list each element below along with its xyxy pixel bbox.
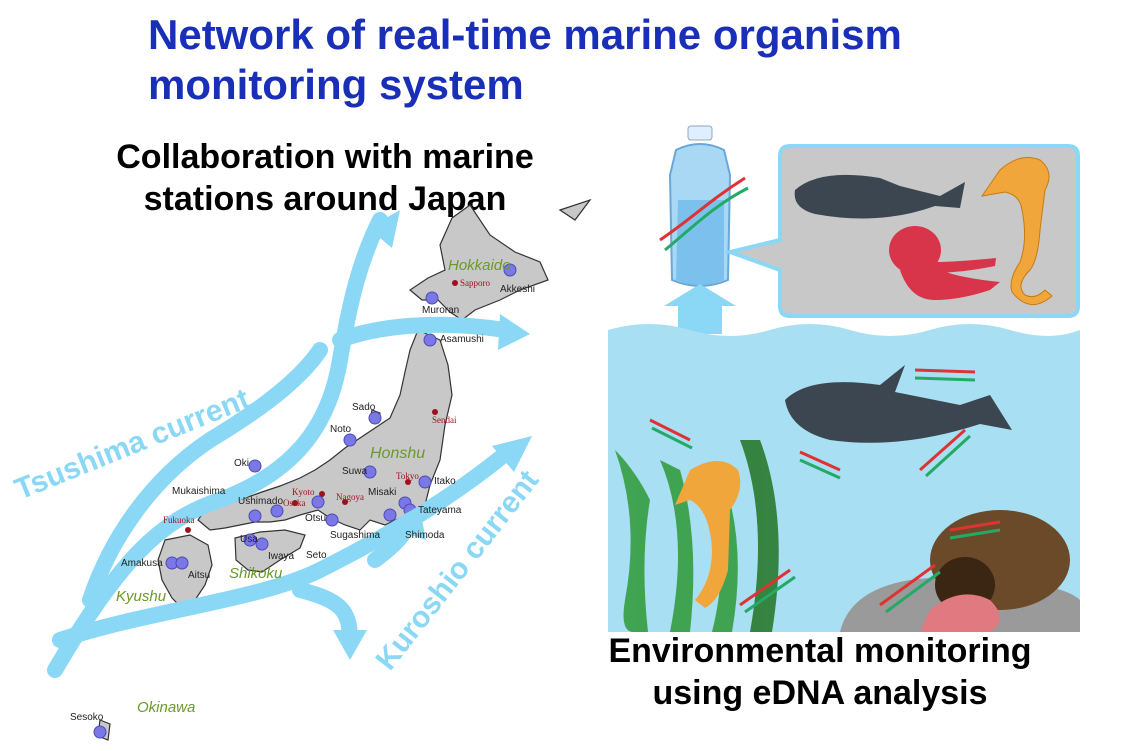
kuroshio-loop-arrow [367,512,418,568]
city-tokyo: Tokyo [396,471,419,481]
station-iwaya: Iwaya [268,551,295,562]
arrow-heads [333,210,532,660]
whale-icon-water [785,365,1012,443]
seahorse-icon-water [675,461,741,608]
city-labels: Sapporo Sendai Tokyo Nagoya Kyoto Osaka … [163,278,490,525]
station-tateyama: Tateyama [418,505,462,516]
seahorse-icon [980,157,1053,305]
city-kyoto: Kyoto [292,487,315,497]
tsushima-current-arrow [47,212,388,678]
dna-strand-icon [659,176,749,252]
station-seto: Seto [306,550,327,561]
city-osaka: Osaka [283,498,306,508]
edna-heading: Environmental monitoring using eDNA anal… [608,632,1032,712]
collaboration-heading: Collaboration with marine stations aroun… [116,138,534,218]
station-asamushi: Asamushi [440,334,484,345]
region-hokkaido: Hokkaido [448,257,511,274]
station-akkeshi: Akkeshi [500,284,535,295]
station-mukaishima: Mukaishima [172,486,226,497]
shell-octopus-icon [920,510,1070,632]
city-sapporo: Sapporo [460,278,490,288]
station-suwa: Suwa [342,466,367,477]
current-arrows [47,212,518,678]
station-oki: Oki [234,458,249,469]
up-arrow-icon [664,284,736,334]
station-ushimado: Ushimado [238,496,283,507]
sakhalin-tip [558,198,592,221]
page-title: Network of real-time marine organism mon… [148,11,902,108]
station-aitsu: Aitsu [188,570,210,581]
kuroshio-current-arrow [52,442,518,648]
detected-organisms-panel [723,144,1080,318]
city-nagoya: Nagoya [336,492,364,502]
region-labels: Hokkaido Honshu Shikoku Kyushu Okinawa [116,257,511,716]
station-shimoda: Shimoda [405,530,445,541]
tsushima-east-arrow [332,316,513,348]
station-sesoko: Sesoko [70,712,104,723]
dna-strands [649,368,1001,614]
station-muroran: Muroran [422,305,459,316]
region-kyushu: Kyushu [116,588,167,605]
station-amakusa: Amakusa [121,558,163,569]
water-bottle-icon [668,125,732,287]
station-itako: Itako [434,476,456,487]
station-otsu: Otsu [305,513,326,524]
station-usa: Usa [240,534,258,545]
whale-icon [794,174,965,219]
hokkaido-island [408,204,549,321]
tsushima-west-arc [82,342,328,608]
station-noto: Noto [330,424,352,435]
city-markers [185,280,458,533]
city-sendai: Sendai [432,415,457,425]
city-fukuoka: Fukuoka [163,515,195,525]
region-okinawa: Okinawa [137,699,195,716]
octopus-icon [889,226,1000,300]
underwater-scene [608,324,1080,632]
station-sado: Sado [352,402,376,413]
station-labels: Akkeshi Muroran Asamushi Sado Noto Oki S… [70,284,535,723]
region-shikoku: Shikoku [229,565,283,582]
region-honshu: Honshu [370,445,425,462]
station-misaki: Misaki [368,487,396,498]
station-sugashima: Sugashima [330,530,380,541]
